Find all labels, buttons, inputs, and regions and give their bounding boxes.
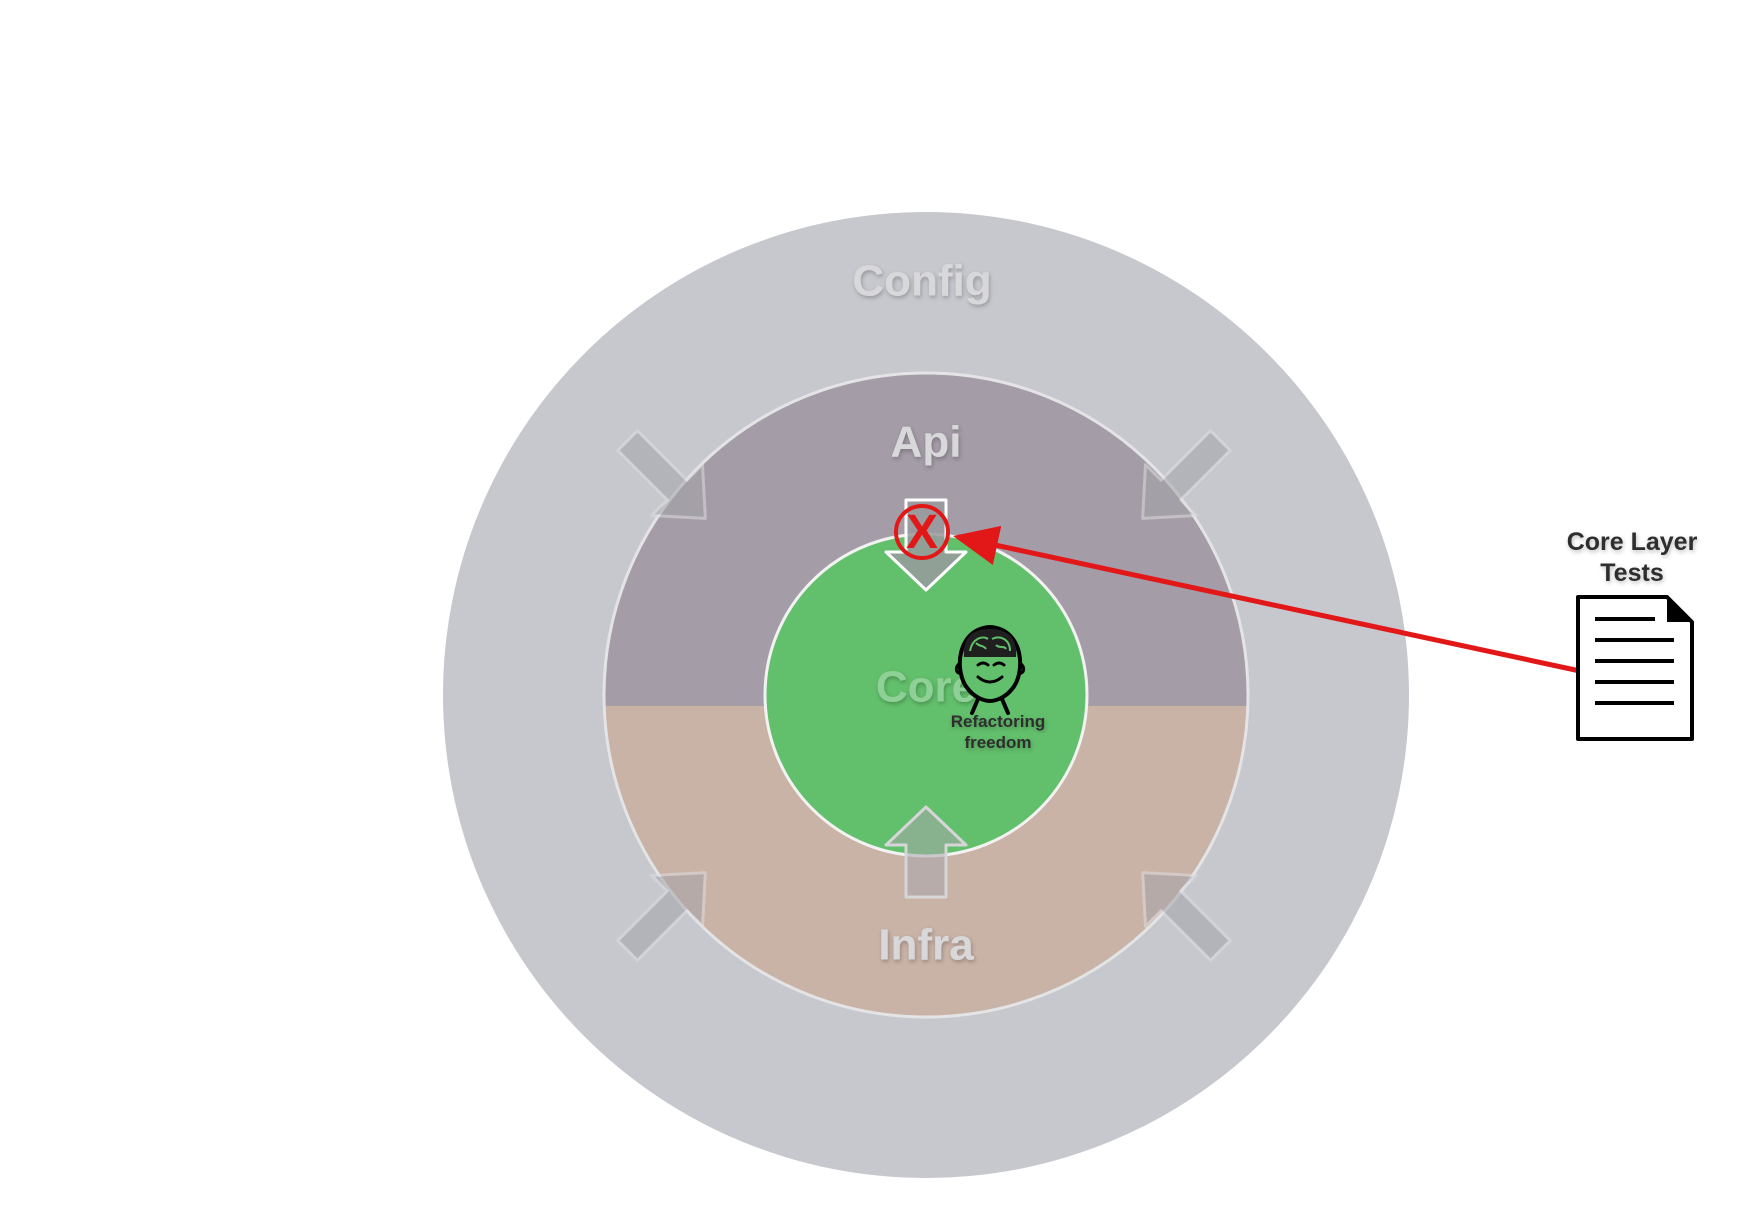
inner-ring-border [602, 371, 1250, 1019]
config-label: Config [852, 257, 991, 306]
arrow-top-left-icon [616, 429, 707, 520]
refactoring-caption-line1: Refactoring [951, 712, 1045, 731]
happy-head-brain-icon [954, 624, 1026, 715]
arrow-bottom-right-icon [1141, 871, 1232, 962]
dependency-arrows [616, 429, 1232, 962]
tests-arrow [953, 525, 1581, 674]
infra-label: Infra [878, 921, 974, 970]
x-glyph: X [906, 506, 938, 559]
refactoring-caption-line2: freedom [964, 733, 1031, 752]
api-label: Api [891, 418, 962, 467]
tests-title-line2: Tests [1600, 559, 1663, 587]
arrow-up-icon [884, 805, 968, 899]
arrow-bottom-left-icon [616, 871, 707, 962]
arrow-top-right-icon [1141, 429, 1232, 520]
x-circle-icon: X [894, 504, 950, 560]
tests-title-line1: Core Layer [1567, 528, 1698, 556]
document-icon [1576, 595, 1694, 741]
